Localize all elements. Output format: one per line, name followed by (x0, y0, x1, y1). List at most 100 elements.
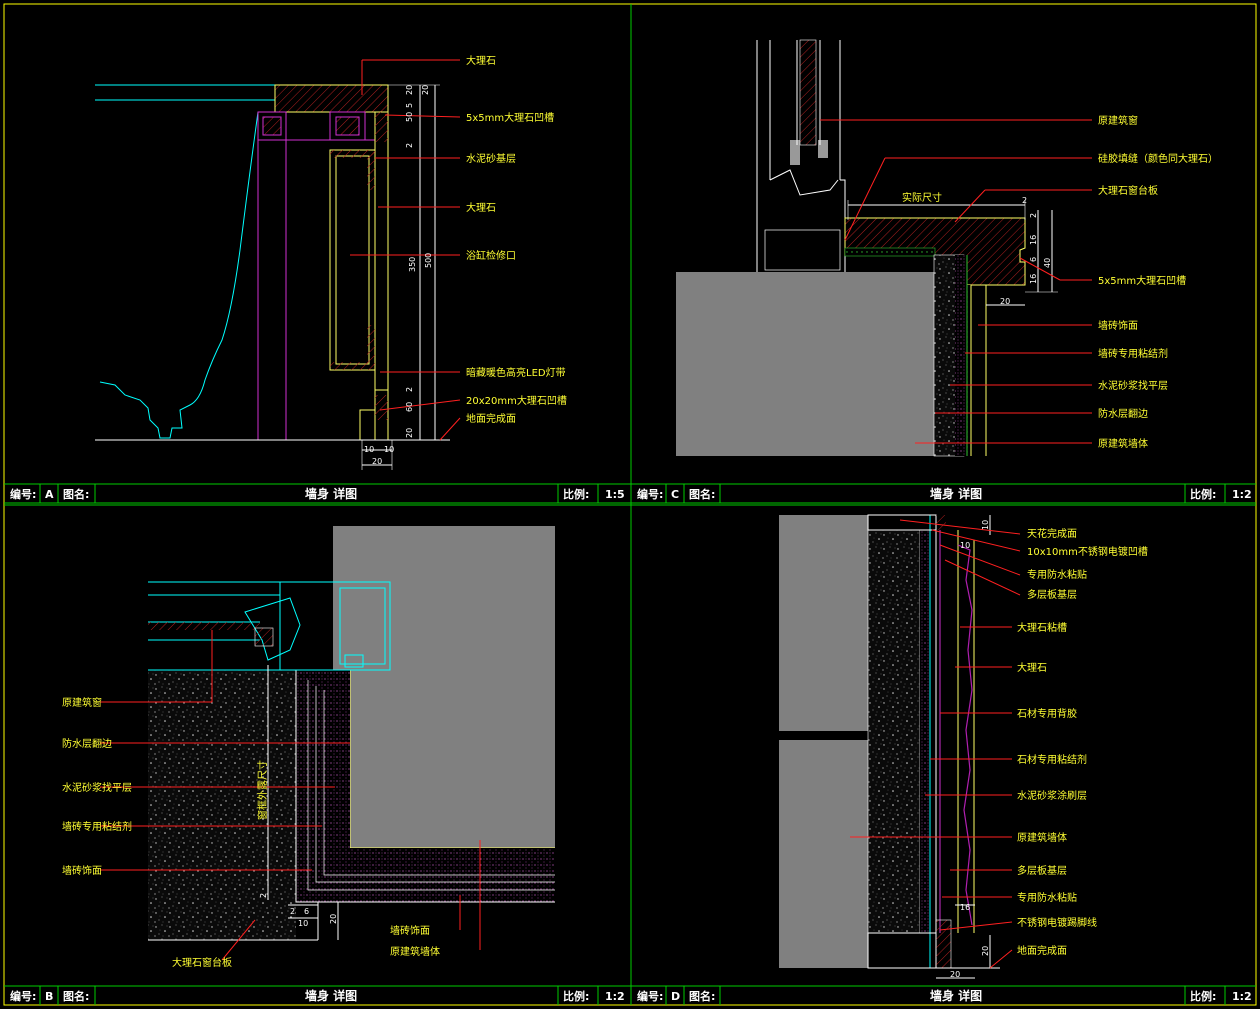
dim-a-6: 350 (408, 257, 417, 272)
dim-c-3: 2 (1029, 213, 1038, 218)
number-label-c: 编号: (637, 487, 663, 501)
title-b: 墙身 详图 (305, 988, 357, 1003)
number-b: B (45, 990, 53, 1003)
callout-c-8: 防水层翻边 (1098, 407, 1148, 420)
dim-a-9: 60 (405, 402, 414, 412)
callout-c-3: 大理石窗台板 (1098, 184, 1158, 197)
callout-d-9: 水泥砂浆涂刷层 (1017, 789, 1087, 802)
dim-a-13: 20 (372, 457, 382, 466)
number-a: A (45, 488, 54, 501)
title-d: 墙身 详图 (930, 988, 982, 1003)
name-label-c: 图名: (689, 487, 715, 501)
callout-b-2: 防水层翻边 (62, 737, 112, 750)
callout-d-10: 原建筑墙体 (1017, 831, 1067, 844)
title-c: 墙身 详图 (930, 486, 982, 501)
callout-d-4: 多层板基层 (1027, 588, 1077, 601)
scale-a: 1:5 (605, 488, 625, 501)
callout-a-6: 暗藏暖色高亮LED灯带 (466, 366, 566, 379)
callout-b-5: 墙砖饰面 (62, 864, 102, 877)
dim-b-2: 2 (259, 893, 268, 898)
callout-b-4: 墙砖专用粘结剂 (62, 820, 132, 833)
name-label-a: 图名: (63, 487, 89, 501)
callout-a-7: 20x20mm大理石凹槽 (466, 394, 567, 407)
dim-a-8: 2 (405, 387, 414, 392)
callout-d-12: 专用防水粘贴 (1017, 891, 1077, 904)
callout-a-4: 大理石 (466, 201, 496, 214)
callout-a-3: 水泥砂基层 (466, 152, 516, 165)
dim-c-5: 6 (1029, 257, 1038, 262)
title-bar-c: 编号: C 图名: 墙身 详图 比例: 1:2 (631, 483, 1256, 504)
callout-b-3: 水泥砂浆找平层 (62, 781, 132, 794)
callout-b-8: 原建筑墙体 (390, 945, 440, 958)
number-label-a: 编号: (10, 487, 36, 501)
title-a: 墙身 详图 (305, 486, 357, 501)
dim-b-3: 2 (290, 907, 295, 916)
scale-d: 1:2 (1232, 990, 1252, 1003)
callout-c-9: 原建筑墙体 (1098, 437, 1148, 450)
dim-a-2: 50 (405, 112, 414, 122)
callout-c-5: 墙砖饰面 (1098, 319, 1138, 332)
dim-c-8: 20 (1000, 297, 1010, 306)
callout-d-6: 大理石 (1017, 661, 1047, 674)
callout-b-7: 墙砖饰面 (390, 924, 430, 937)
title-bar-d: 编号: D 图名: 墙身 详图 比例: 1:2 (631, 985, 1256, 1005)
callout-d-3: 专用防水粘贴 (1027, 568, 1087, 581)
callout-d-5: 大理石粘槽 (1017, 621, 1067, 634)
dim-c-2: 2 (1022, 196, 1027, 205)
dim-a-11: 10 (364, 445, 374, 454)
callout-b-1: 原建筑窗 (62, 696, 102, 709)
dim-b-4: 6 (304, 907, 309, 916)
dim-a-10: 20 (405, 428, 414, 438)
callout-a-2: 5x5mm大理石凹槽 (466, 111, 554, 124)
callout-d-1: 天花完成面 (1027, 527, 1077, 540)
scale-label-c: 比例: (1190, 487, 1216, 501)
panel-b-drawing (100, 526, 555, 961)
scale-b: 1:2 (605, 990, 625, 1003)
panel-c-drawing (676, 39, 1092, 457)
dim-b-5: 10 (298, 919, 308, 928)
callout-c-6: 墙砖专用粘结剂 (1098, 347, 1168, 360)
dim-c-6: 16 (1029, 274, 1038, 284)
dim-c-1: 实际尺寸 (902, 191, 942, 204)
callout-c-4: 5x5mm大理石凹槽 (1098, 274, 1186, 287)
number-d: D (671, 990, 680, 1003)
dim-a-7: 500 (424, 253, 433, 268)
dim-d-1: 10 (981, 520, 990, 530)
dim-a-3: 5 (405, 103, 414, 108)
number-label-b: 编号: (10, 989, 36, 1003)
dim-d-3: 16 (960, 903, 970, 912)
dim-c-4: 16 (1029, 235, 1038, 245)
number-label-d: 编号: (637, 989, 663, 1003)
callout-b-6: 大理石窗台板 (172, 956, 232, 969)
dim-c-7: 40 (1043, 258, 1052, 268)
name-label-b: 图名: (63, 989, 89, 1003)
callout-d-2: 10x10mm不锈钢电镀凹槽 (1027, 545, 1148, 558)
title-bar-b: 编号: B 图名: 墙身 详图 比例: 1:2 (4, 985, 631, 1005)
callout-c-2: 硅胶填缝（颜色同大理石） (1098, 152, 1218, 165)
number-c: C (671, 488, 679, 501)
scale-label-a: 比例: (563, 487, 589, 501)
dim-a-1: 20 (405, 85, 414, 95)
panel-d-drawing (779, 514, 1021, 979)
dim-b-6: 20 (329, 914, 338, 924)
scale-label-b: 比例: (563, 989, 589, 1003)
callout-d-14: 地面完成面 (1017, 944, 1067, 957)
dim-a-5: 2 (405, 143, 414, 148)
name-label-d: 图名: (689, 989, 715, 1003)
callout-c-7: 水泥砂浆找平层 (1098, 379, 1168, 392)
callout-d-8: 石材专用粘结剂 (1017, 753, 1087, 766)
scale-label-d: 比例: (1190, 989, 1216, 1003)
callout-d-11: 多层板基层 (1017, 864, 1067, 877)
panel-a-drawing (95, 59, 461, 470)
callout-a-1: 大理石 (466, 54, 496, 67)
callout-c-1: 原建筑窗 (1098, 114, 1138, 127)
dim-b-1: 窗框外露尺寸 (256, 760, 269, 820)
scale-c: 1:2 (1232, 488, 1252, 501)
dim-a-12: 10 (384, 445, 394, 454)
callout-d-13: 不锈钢电镀踢脚线 (1017, 916, 1097, 929)
dim-d-2: 10 (960, 541, 970, 550)
dim-d-4: 20 (981, 946, 990, 956)
callout-d-7: 石材专用背胶 (1017, 707, 1077, 720)
callout-a-8: 地面完成面 (466, 412, 516, 425)
